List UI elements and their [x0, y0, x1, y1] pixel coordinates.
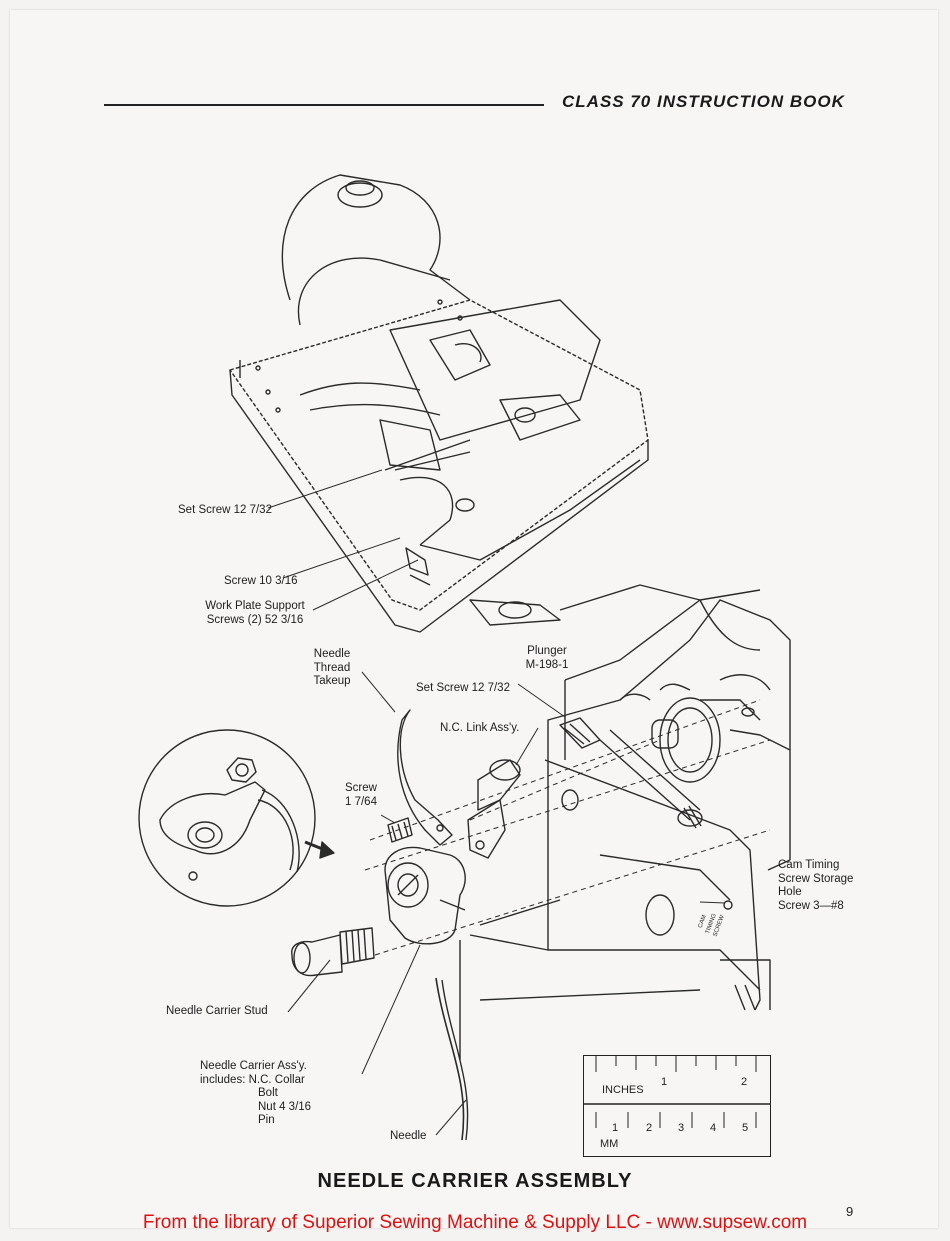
label-needle: Needle [390, 1130, 427, 1142]
label-cam-timing-screw: Cam Timing Screw Storage Hole Screw 3—#8 [778, 859, 854, 912]
label-small-screw: Screw 1 7/64 [345, 782, 377, 808]
ruler-cm-mark-4: 4 [710, 1122, 717, 1134]
cam-stamp-line-1: CAM [698, 914, 708, 929]
ruler-ticks [584, 1056, 770, 1128]
ruler-inches-label: INCHES [602, 1084, 644, 1096]
inset-detail [138, 729, 335, 907]
ruler-mm-label: MM [600, 1138, 619, 1150]
label-work-plate-support-screws: Work Plate Support Screws (2) 52 3/16 [205, 600, 305, 626]
nc-link [467, 759, 521, 859]
label-needle-carrier-stud: Needle Carrier Stud [166, 1005, 268, 1017]
needle-carrier-stud [291, 927, 375, 977]
ruler-inch-mark-1: 1 [661, 1076, 668, 1088]
ruler-cm-mark-1: 1 [612, 1122, 619, 1134]
figure-title: NEEDLE CARRIER ASSEMBLY [317, 1170, 633, 1192]
needle-thread-takeup [397, 709, 453, 846]
needle-carrier [384, 846, 466, 945]
scale-ruler: INCHES 1 2 1 2 3 4 5 MM [583, 1055, 771, 1157]
label-needle-thread-takeup: Needle Thread Takeup [313, 648, 351, 687]
label-nc-link: N.C. Link Ass'y. [440, 722, 520, 734]
header-rule [104, 104, 544, 106]
label-set-screw-upper: Set Screw 12 7/32 [178, 504, 272, 516]
ruler-cm-mark-2: 2 [646, 1122, 653, 1134]
ruler-inch-mark-2: 2 [741, 1076, 748, 1088]
label-set-screw-lower: Set Screw 12 7/32 [416, 682, 510, 694]
label-needle-carrier-assembly: Needle Carrier Ass'y. includes: N.C. Col… [200, 1060, 312, 1126]
ruler-cm-mark-3: 3 [678, 1122, 685, 1134]
document-page [10, 10, 938, 1228]
ruler-cm-mark-5: 5 [742, 1122, 749, 1134]
page-number: 9 [846, 1204, 854, 1219]
machine-frame-lower [459, 584, 791, 1060]
label-screw-10: Screw 10 3/16 [224, 575, 298, 587]
machine-body-upper [229, 174, 649, 633]
small-screw [387, 817, 413, 843]
needle [435, 977, 465, 1141]
library-footer: From the library of Superior Sewing Mach… [142, 1212, 808, 1233]
book-title: CLASS 70 INSTRUCTION BOOK [562, 92, 845, 111]
label-plunger: Plunger M-198-1 [525, 645, 569, 671]
